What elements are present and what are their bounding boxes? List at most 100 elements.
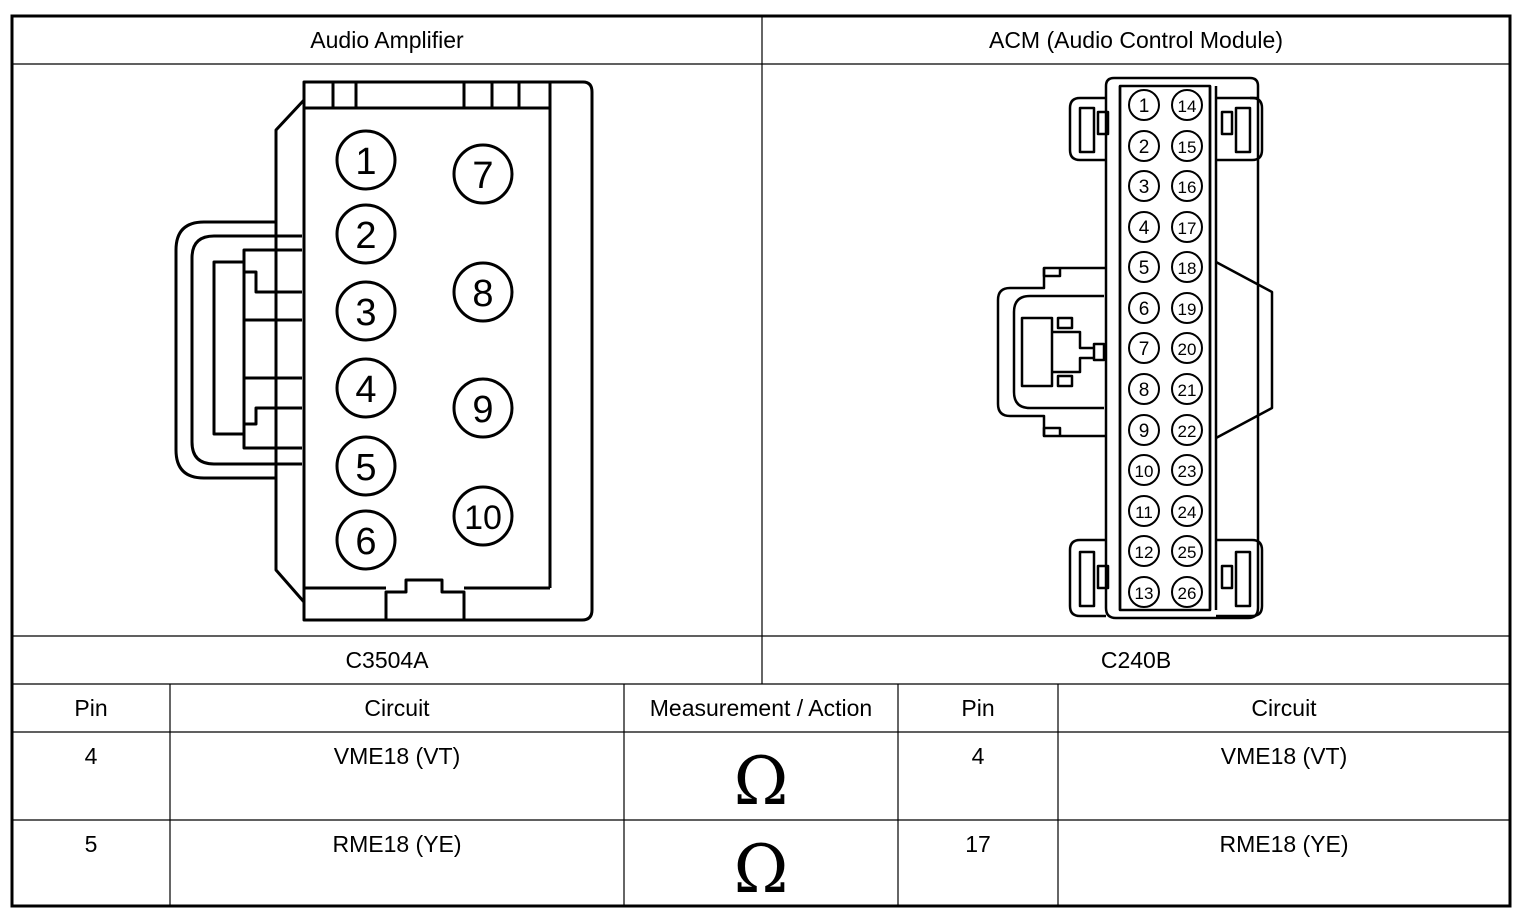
pin-18-label: 18 xyxy=(1178,259,1197,278)
pin-7-label: 7 xyxy=(472,155,493,197)
pin-21: 21 xyxy=(1171,373,1203,405)
pin-24: 24 xyxy=(1171,495,1203,527)
pin-10-label: 10 xyxy=(1135,462,1154,481)
pin-20: 20 xyxy=(1171,332,1203,364)
row-1-circuit-a: VME18 (VT) xyxy=(334,743,461,769)
pin-16: 16 xyxy=(1171,170,1203,202)
acm-connector-drawing xyxy=(996,76,1274,620)
table-header: Pin Circuit Measurement / Action Pin Cir… xyxy=(74,695,1317,721)
header-measurement-action: Measurement / Action xyxy=(650,695,872,721)
pin-10: 10 xyxy=(452,485,514,547)
row-2-pin-a: 5 xyxy=(85,831,98,857)
pin-7: 7 xyxy=(452,143,514,205)
pin-9-label: 9 xyxy=(472,389,493,431)
pin-5-label: 5 xyxy=(1139,258,1150,279)
pin-5: 5 xyxy=(335,435,397,497)
pin-12: 12 xyxy=(1128,535,1160,567)
pin-3-label: 3 xyxy=(1139,177,1150,198)
pin-4: 4 xyxy=(335,357,397,419)
pin-9-label: 9 xyxy=(1139,421,1150,442)
audio-amplifier-connector-drawing xyxy=(174,80,594,622)
pin-13-label: 13 xyxy=(1135,584,1154,603)
pin-8: 8 xyxy=(452,261,514,323)
pin-22: 22 xyxy=(1171,414,1203,446)
pin-20-label: 20 xyxy=(1178,340,1197,359)
table-frame xyxy=(10,14,1512,908)
pin-17-label: 17 xyxy=(1178,219,1197,238)
pin-15-label: 15 xyxy=(1178,138,1197,157)
pin-16-label: 16 xyxy=(1178,178,1197,197)
row-2-circuit-a: RME18 (YE) xyxy=(332,831,461,857)
pin-5: 5 xyxy=(1128,251,1160,283)
row-1-pin-b: 4 xyxy=(972,743,985,769)
row-1-circuit-b: VME18 (VT) xyxy=(1221,743,1348,769)
pin-4: 4 xyxy=(1128,211,1160,243)
pin-7: 7 xyxy=(1128,332,1160,364)
pin-8: 8 xyxy=(1128,373,1160,405)
header-circuit-b: Circuit xyxy=(1251,695,1317,721)
right-connector-title: ACM (Audio Control Module) xyxy=(989,27,1283,53)
row-2-pin-b: 17 xyxy=(965,831,991,857)
pin-25-label: 25 xyxy=(1178,543,1197,562)
pin-1-label: 1 xyxy=(355,141,376,183)
acm-pins: 1 2 3 4 5 6 7 8 9 10 11 12 13 14 15 16 1… xyxy=(1128,89,1203,608)
pin-6: 6 xyxy=(335,509,397,571)
header-pin-b: Pin xyxy=(961,695,994,721)
pin-23-label: 23 xyxy=(1178,462,1197,481)
pin-6: 6 xyxy=(1128,292,1160,324)
pin-6-label: 6 xyxy=(1139,299,1150,320)
pin-26-label: 26 xyxy=(1178,584,1197,603)
pin-4-label: 4 xyxy=(355,369,376,411)
table-row: 4 VME18 (VT) Ω 4 VME18 (VT) xyxy=(85,743,1348,820)
pin-3: 3 xyxy=(335,280,397,342)
pin-3-label: 3 xyxy=(355,292,376,334)
header-pin-a: Pin xyxy=(74,695,107,721)
pin-2: 2 xyxy=(1128,130,1160,162)
pin-4-label: 4 xyxy=(1139,218,1150,239)
pin-14: 14 xyxy=(1171,89,1203,121)
pin-11-label: 11 xyxy=(1135,503,1153,522)
pin-3: 3 xyxy=(1128,170,1160,202)
pin-9: 9 xyxy=(452,377,514,439)
pin-10-label: 10 xyxy=(464,499,502,537)
pin-1: 1 xyxy=(1128,89,1160,121)
right-connector-id: C240B xyxy=(1101,647,1171,673)
pin-19-label: 19 xyxy=(1178,300,1197,319)
pin-2: 2 xyxy=(335,203,397,265)
header-circuit-a: Circuit xyxy=(364,695,430,721)
pin-18: 18 xyxy=(1171,251,1203,283)
pin-22-label: 22 xyxy=(1178,422,1197,441)
pin-21-label: 21 xyxy=(1178,381,1197,400)
pin-6-label: 6 xyxy=(355,521,376,563)
pin-10: 10 xyxy=(1128,454,1160,486)
left-connector-id: C3504A xyxy=(345,647,429,673)
pin-12-label: 12 xyxy=(1135,543,1154,562)
pin-23: 23 xyxy=(1171,454,1203,486)
pin-2-label: 2 xyxy=(1139,137,1150,158)
pin-9: 9 xyxy=(1128,414,1160,446)
pin-26: 26 xyxy=(1171,576,1203,608)
pin-11: 11 xyxy=(1128,495,1160,527)
pin-15: 15 xyxy=(1171,130,1203,162)
pin-5-label: 5 xyxy=(355,447,376,489)
pin-7-label: 7 xyxy=(1139,339,1150,360)
ohm-icon: Ω xyxy=(734,831,789,908)
pin-25: 25 xyxy=(1171,535,1203,567)
row-2-circuit-b: RME18 (YE) xyxy=(1219,831,1348,857)
pin-24-label: 24 xyxy=(1178,503,1197,522)
ohm-icon: Ω xyxy=(734,743,789,820)
pin-8-label: 8 xyxy=(1139,380,1150,401)
pin-13: 13 xyxy=(1128,576,1160,608)
pin-17: 17 xyxy=(1171,211,1203,243)
pin-19: 19 xyxy=(1171,292,1203,324)
left-connector-title: Audio Amplifier xyxy=(310,27,464,53)
audio-amplifier-pins: 1 2 3 4 5 6 7 8 xyxy=(335,129,514,571)
pin-1-label: 1 xyxy=(1139,96,1150,117)
pin-14-label: 14 xyxy=(1178,97,1197,116)
pin-8-label: 8 xyxy=(472,273,493,315)
row-1-pin-a: 4 xyxy=(85,743,98,769)
pin-2-label: 2 xyxy=(355,215,376,257)
pin-1: 1 xyxy=(335,129,397,191)
table-row: 5 RME18 (YE) Ω 17 RME18 (YE) xyxy=(85,831,1349,908)
